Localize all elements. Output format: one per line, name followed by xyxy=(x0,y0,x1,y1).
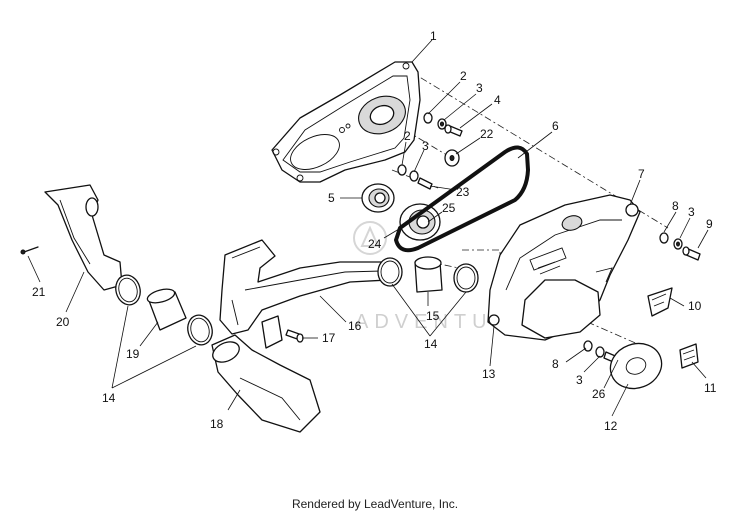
callout-numbers: 1 2 3 4 2 3 22 23 6 5 25 24 7 8 3 9 10 1… xyxy=(32,29,717,433)
callout-11: 11 xyxy=(704,381,717,395)
callout-16: 16 xyxy=(348,319,362,333)
callout-5: 5 xyxy=(328,191,335,205)
callout-1: 1 xyxy=(430,29,437,43)
inner-clutch-cover xyxy=(271,61,421,183)
hose-coupler-15 xyxy=(414,256,443,293)
callout-25: 25 xyxy=(442,201,456,215)
callout-10: 10 xyxy=(688,299,702,313)
callout-14-left: 14 xyxy=(102,391,116,405)
seal-5 xyxy=(361,183,395,213)
drive-belt xyxy=(394,145,530,253)
footer-credit: Rendered by LeadVenture, Inc. xyxy=(291,497,459,511)
callout-9: 9 xyxy=(706,217,713,231)
callout-13: 13 xyxy=(482,367,496,381)
cover-disc-12 xyxy=(609,342,663,390)
outer-clutch-cover xyxy=(487,194,641,341)
callout-3-lower: 3 xyxy=(422,139,429,153)
callout-8: 8 xyxy=(672,199,679,213)
callout-26: 26 xyxy=(592,387,606,401)
callout-19: 19 xyxy=(126,347,140,361)
callout-4: 4 xyxy=(494,93,501,107)
screw-21 xyxy=(20,246,39,255)
decal-11-hatch xyxy=(682,349,696,361)
callout-20: 20 xyxy=(56,315,70,329)
callout-24: 24 xyxy=(368,237,382,251)
washer-22-hole xyxy=(449,155,455,161)
callout-2: 2 xyxy=(460,69,467,83)
callout-15: 15 xyxy=(426,309,440,323)
hose-coupler-19 xyxy=(146,288,187,331)
decal-10-hatch xyxy=(651,293,667,307)
callout-8-lower: 8 xyxy=(552,357,559,371)
decal-10 xyxy=(647,287,673,317)
upper-duct-20 xyxy=(44,184,123,291)
callout-3-right: 3 xyxy=(688,205,695,219)
callout-18: 18 xyxy=(210,417,224,431)
callout-leader-lines xyxy=(27,39,709,417)
hose-clamp-left-a xyxy=(115,274,141,306)
upper-fastener-hardware xyxy=(423,112,463,137)
callout-14-right: 14 xyxy=(424,337,438,351)
callout-2-lower: 2 xyxy=(404,129,411,143)
callout-12: 12 xyxy=(604,419,618,433)
watermark: ADVENTURE xyxy=(353,221,532,333)
callout-6: 6 xyxy=(552,119,559,133)
callout-3: 3 xyxy=(476,81,483,95)
decal-11 xyxy=(679,343,699,369)
callout-23: 23 xyxy=(456,185,470,199)
seal-assembly-24 xyxy=(399,203,441,241)
callout-17: 17 xyxy=(322,331,336,345)
callout-22: 22 xyxy=(480,127,494,141)
hose-clamp-right-a xyxy=(377,257,403,287)
watermark-text: ADVENTURE xyxy=(355,311,532,333)
callout-3-lower-right: 3 xyxy=(576,373,583,387)
lower-duct-18 xyxy=(211,315,321,433)
hose-clamp-left-b xyxy=(187,314,213,346)
lower-fastener-hardware xyxy=(397,164,433,190)
hose-clamp-right-b xyxy=(453,263,479,293)
cover-bolt-hardware-top xyxy=(659,232,701,261)
callout-21: 21 xyxy=(32,285,46,299)
callout-7: 7 xyxy=(638,167,645,181)
